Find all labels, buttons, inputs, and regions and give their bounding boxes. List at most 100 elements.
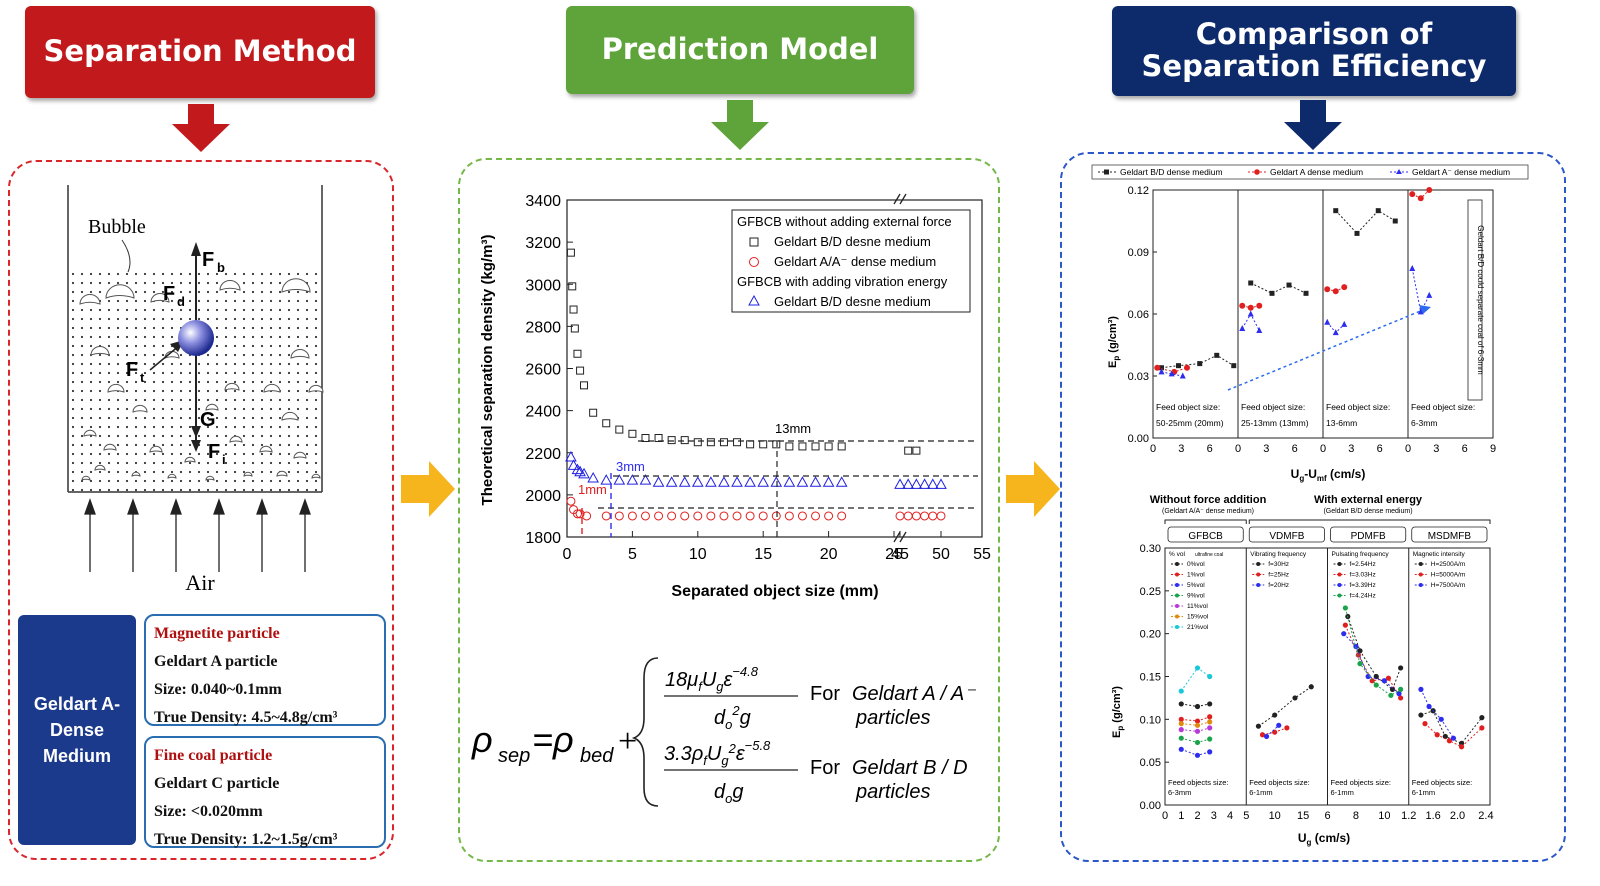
x-tick-label: 0 [1405,443,1411,455]
data-point-square [719,438,728,447]
legend-marker [1337,562,1342,566]
data-point-triangle [731,476,743,487]
bubble-label: Bubble [88,216,146,238]
ep-data-point [1255,723,1262,729]
bubble [259,445,273,453]
data-point-triangle [926,478,939,489]
legend-marker [1337,583,1342,587]
ep-data-point [1194,722,1201,728]
a-series-point [1154,364,1161,371]
ep-data-point [1422,721,1428,727]
comparison-title-line1: Comparison of [1195,17,1433,52]
y-tick-label: 2200 [525,446,561,463]
bubble [167,473,177,479]
legend-item: 11%vol [1187,603,1208,610]
data-point-circle [797,511,807,521]
feed-objects-value: 6-1mm [1331,788,1354,797]
legend-marker [1175,625,1179,629]
legend-square-marker [749,237,759,247]
y-tick-label: 0.00 [1140,800,1161,812]
air-arrows [84,498,311,572]
formula-top-for: For [810,683,840,705]
x-tick-label: 25 [885,546,903,563]
data-point-triangle [587,471,600,483]
group1-subtitle: (Geldart A/A⁻ dense medium) [1162,508,1254,515]
ep-series-line [1420,689,1454,739]
y-tick-label: 0.12 [1128,185,1149,197]
force-fb-label: F [202,249,214,271]
ep-data-point [1446,738,1452,744]
bd-series-point [1286,282,1292,288]
legend-item: 5%vol [1187,582,1205,589]
ep-data-point [1365,673,1371,680]
x-tick-label: 0 [1150,443,1156,455]
x-tick-label: 2 [1194,810,1200,822]
separation-method-header: Separation Method [25,6,375,98]
legend-title: Magnetic intensity [1413,551,1466,558]
bubble [149,445,163,453]
ep-data-point [1418,686,1424,692]
data-point-square [811,442,820,451]
y-tick-label: 2600 [525,362,561,379]
bubble [184,456,196,463]
legend-group1: GFBCB without adding external force [737,214,952,229]
x-tick-label: 1 [1178,810,1184,822]
data-point-triangle [918,478,931,489]
ep-data-point [1292,695,1298,701]
ep-data-point [1207,673,1213,680]
ep-data-point [1178,716,1184,722]
feed-objects-label: Feed objects size: [1249,778,1309,787]
feed-size-label: Feed object size: [1411,402,1475,412]
legend-item: f=20Hz [1268,582,1289,589]
feed-objects-value: 6-1mm [1412,788,1435,797]
magnetite-line2: Size: 0.040~0.1mm [154,681,282,698]
legend-item: 1%vol [1187,572,1205,579]
ep-data-point [1342,622,1348,628]
ep-data-point [1438,716,1444,722]
data-point-triangle [574,465,586,477]
legend-title-extra: ultrafine coal [1195,552,1223,558]
data-point-circle [758,511,768,521]
x-tick-label: 3 [1433,443,1439,455]
fine-coal-line2: Size: <0.020mm [154,803,263,820]
bd-series-point [1248,280,1254,286]
legend-item: 21%vol [1187,624,1209,631]
bubble [219,280,241,291]
bubble [263,383,281,393]
fluidized-bed-diagram: Bubble F b F d F t G F i Air [67,185,324,595]
ep-data-point [1434,732,1440,738]
data-point-circle [936,511,946,521]
x-tick-label: 6 [1377,443,1383,455]
data-point-circle [601,511,611,521]
data-point-circle [771,511,781,521]
ep-data-point [1284,725,1290,731]
ep-data-point [1385,675,1392,681]
data-point-circle [895,511,905,521]
bubble [131,471,141,477]
a-minus-series-point [1341,320,1348,327]
x-tick-label: 6 [1324,810,1330,822]
a-series-point [1341,284,1348,291]
data-point-triangle [626,474,639,485]
formula-bottom-cond2: particles [855,781,930,803]
formula-bottom-for: For [810,757,840,779]
legend-marker [1418,572,1423,577]
data-point-triangle [783,476,796,487]
data-point-circle [920,511,930,521]
formula-brace [631,657,659,807]
ep-data-point [1178,746,1184,752]
bubble [281,278,311,293]
x-tick-label: 5 [628,546,637,563]
data-point-square [693,438,702,447]
a-minus-series-point [1239,324,1246,331]
data-point-triangle [678,476,691,487]
data-point-circle [837,511,847,521]
legend-marker [1418,583,1423,587]
group2-subtitle: (Geldart B/D dense medium) [1323,508,1412,515]
a-series-point [1239,302,1246,309]
y-tick-label: 0.03 [1128,371,1149,383]
legend-item: 9%vol [1187,593,1205,600]
